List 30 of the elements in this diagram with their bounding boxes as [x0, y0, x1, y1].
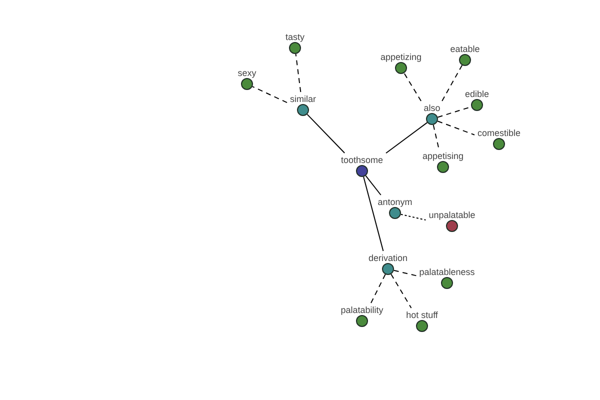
node-label: toothsome — [340, 155, 384, 165]
node-label: appetizing — [379, 52, 423, 62]
node-label: palatability — [340, 305, 384, 315]
dashed-connector — [370, 274, 386, 304]
connector-line — [365, 175, 382, 196]
dashed-connector — [295, 53, 302, 92]
dashed-connector — [390, 274, 412, 308]
dashed-connector — [432, 124, 440, 150]
connector-line — [386, 122, 428, 154]
node-label: antonym — [376, 197, 414, 207]
node-label: unpalatable — [428, 210, 476, 220]
node-label: tasty — [284, 32, 306, 42]
node-label: sexy — [236, 68, 258, 78]
node-label: comestible — [476, 128, 522, 138]
node-label: similar — [289, 94, 317, 104]
connector-line — [306, 114, 346, 154]
node-label: also — [422, 103, 442, 113]
dashed-connector — [437, 120, 475, 136]
node-label: eatable — [449, 44, 481, 54]
dashed-connector — [252, 86, 288, 104]
dashed-connector — [442, 64, 463, 102]
connector-line — [363, 176, 384, 252]
dashed-connector — [393, 270, 417, 276]
node-label: derivation — [367, 253, 409, 263]
dashed-connector — [404, 72, 422, 102]
node-label: appetising — [421, 151, 465, 161]
node-label: hot stuff — [405, 310, 439, 320]
node-label: edible — [464, 89, 490, 99]
dashed-connector — [400, 214, 426, 220]
node-label: palatableness — [418, 267, 476, 277]
